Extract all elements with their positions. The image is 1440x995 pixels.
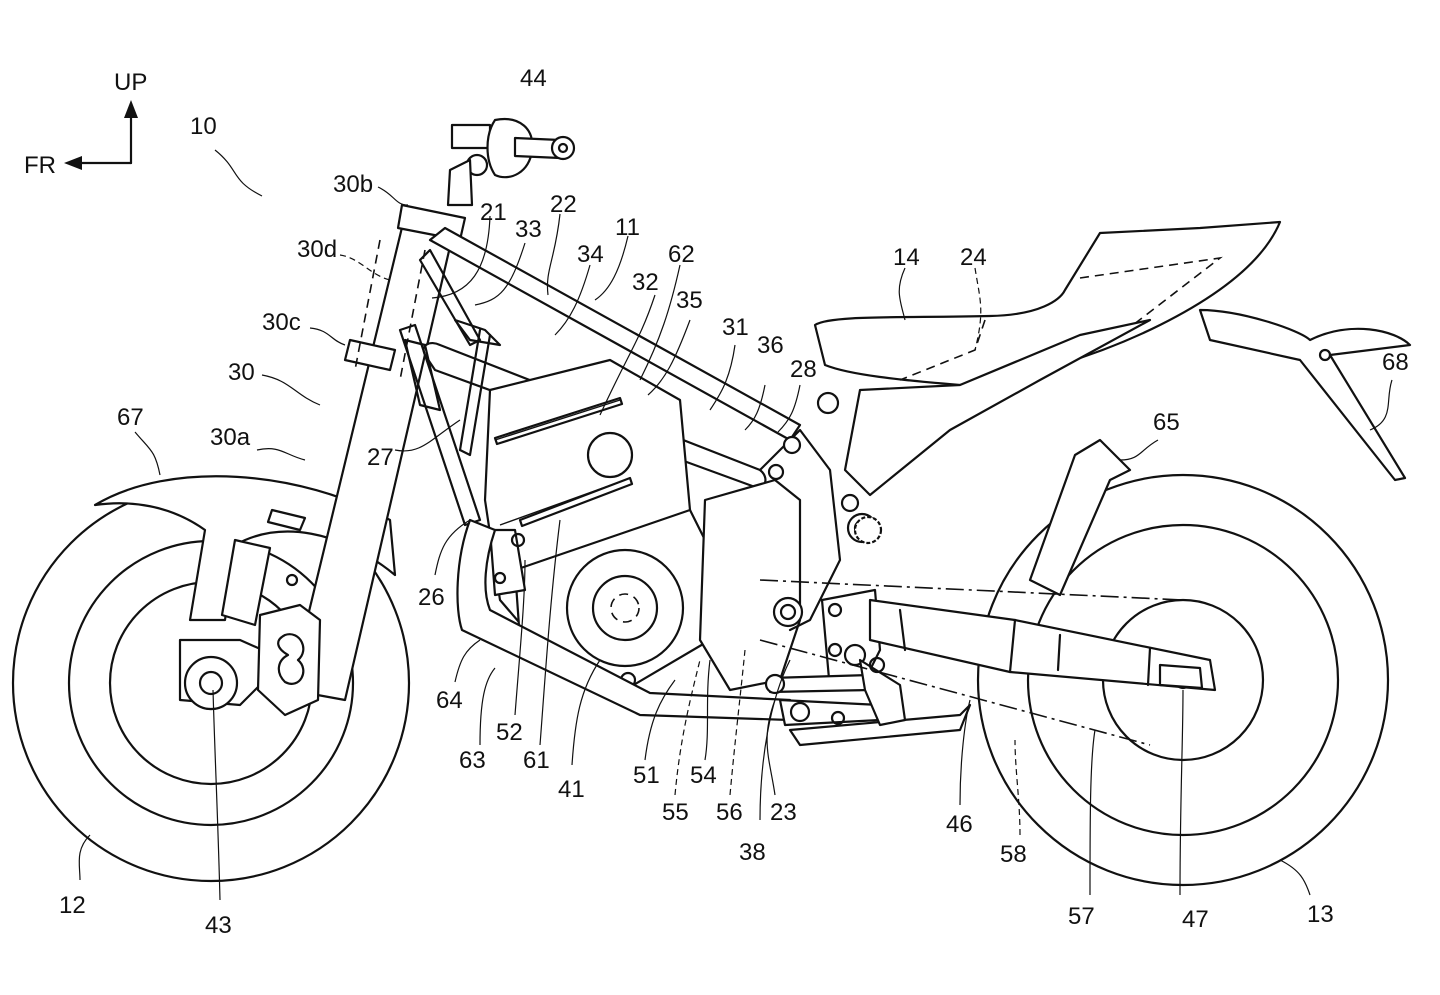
- rear-hugger: [1028, 438, 1132, 597]
- up-label: UP: [114, 69, 147, 96]
- label-30a: 30a: [210, 424, 251, 451]
- front-arrowhead-icon: [64, 156, 82, 170]
- label-21: 21: [480, 199, 507, 226]
- label-54: 54: [690, 762, 717, 789]
- label-11: 11: [615, 214, 640, 241]
- label-24: 24: [960, 244, 987, 271]
- label-23: 23: [770, 799, 797, 826]
- label-22: 22: [550, 191, 577, 218]
- label-57: 57: [1068, 903, 1095, 930]
- engine: [483, 358, 712, 692]
- label-55: 55: [662, 799, 689, 826]
- orientation-indicator: UP FR: [24, 69, 147, 179]
- label-36: 36: [757, 332, 784, 359]
- label-26: 26: [418, 584, 445, 611]
- label-33: 33: [515, 216, 542, 243]
- label-28: 28: [790, 356, 817, 383]
- label-13: 13: [1307, 901, 1334, 928]
- rear-frame-cowl: [1198, 308, 1412, 482]
- label-41: 41: [558, 776, 585, 803]
- label-12: 12: [59, 892, 86, 919]
- label-58: 58: [1000, 841, 1027, 868]
- label-14: 14: [893, 244, 920, 271]
- label-56: 56: [716, 799, 743, 826]
- label-30b: 30b: [333, 171, 373, 198]
- front-fork: [178, 203, 467, 717]
- handlebar: [446, 117, 576, 207]
- leader-lines: [78, 149, 1393, 901]
- label-38: 38: [739, 839, 766, 866]
- label-63: 63: [459, 747, 486, 774]
- reference-labels: 10 44 30b 30d 30c 30 30a 67 21 22 33 11 …: [59, 65, 1409, 939]
- label-34: 34: [577, 241, 604, 268]
- label-30: 30: [228, 359, 255, 386]
- pivot-frame: [698, 391, 972, 747]
- label-52: 52: [496, 719, 523, 746]
- label-68: 68: [1382, 349, 1409, 376]
- up-arrowhead-icon: [124, 100, 138, 118]
- label-30d: 30d: [297, 236, 337, 263]
- front-label: FR: [24, 152, 56, 179]
- label-10: 10: [190, 113, 217, 140]
- label-61: 61: [523, 747, 550, 774]
- label-32: 32: [632, 269, 659, 296]
- label-47: 47: [1182, 906, 1209, 933]
- label-67: 67: [117, 404, 144, 431]
- label-65: 65: [1153, 409, 1180, 436]
- label-64: 64: [436, 687, 463, 714]
- drive-sprocket: [853, 515, 883, 545]
- label-62: 62: [668, 241, 695, 268]
- label-46: 46: [946, 811, 973, 838]
- label-51: 51: [633, 762, 660, 789]
- label-35: 35: [676, 287, 703, 314]
- seat-rail: [843, 318, 1152, 497]
- label-43: 43: [205, 912, 232, 939]
- label-30c: 30c: [262, 309, 301, 336]
- drive-chain: [759, 579, 1184, 746]
- label-44: 44: [520, 65, 547, 92]
- label-27: 27: [367, 444, 394, 471]
- label-31: 31: [722, 314, 749, 341]
